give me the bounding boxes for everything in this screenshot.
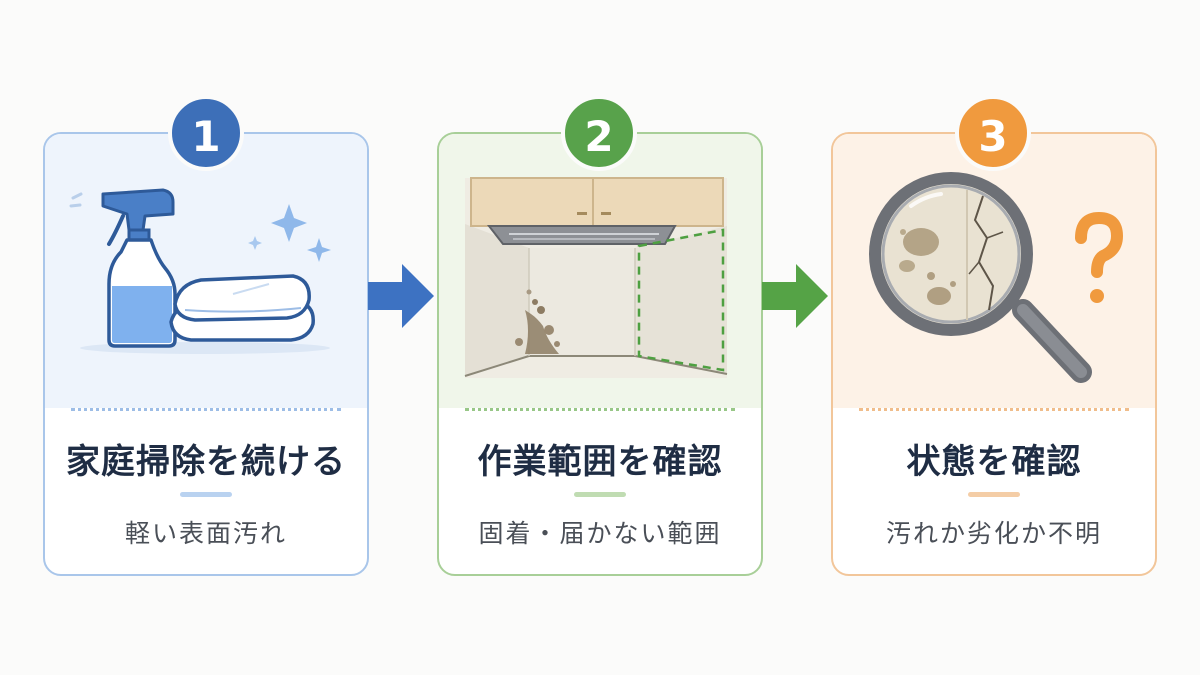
step-card-3: 状態を確認 汚れか劣化か不明 <box>831 132 1157 576</box>
dotted-divider <box>71 408 341 411</box>
accent-underline <box>180 492 232 497</box>
spray-bottle-and-towel-icon <box>69 188 331 354</box>
step-subtitle: 軽い表面汚れ <box>124 519 287 548</box>
step-2-illustration <box>439 134 761 408</box>
step-number-badge-2: 2 <box>561 95 637 171</box>
step-title: 状態を確認 <box>906 442 1082 482</box>
dotted-divider <box>859 408 1129 411</box>
accent-underline <box>574 492 626 497</box>
right-arrow-icon <box>368 264 434 328</box>
range-hood-wall-stain-icon <box>464 177 728 378</box>
right-arrow-icon <box>762 264 828 328</box>
step-card-2: 作業範囲を確認 固着・届かない範囲 <box>437 132 763 576</box>
dotted-divider <box>465 408 735 411</box>
step-3-illustration <box>833 134 1155 408</box>
accent-underline <box>968 492 1020 497</box>
step-card-1: 家庭掃除を続ける 軽い表面汚れ <box>43 132 369 576</box>
magnifier-crack-question-icon <box>869 172 1123 383</box>
step-number-badge-3: 3 <box>955 95 1031 171</box>
step-title: 作業範囲を確認 <box>477 442 723 482</box>
step-subtitle: 汚れか劣化か不明 <box>885 519 1102 548</box>
step-title: 家庭掃除を続ける <box>66 442 346 482</box>
step-subtitle: 固着・届かない範囲 <box>478 519 722 548</box>
step-1-illustration <box>45 134 367 408</box>
step-number-badge-1: 1 <box>168 95 244 171</box>
